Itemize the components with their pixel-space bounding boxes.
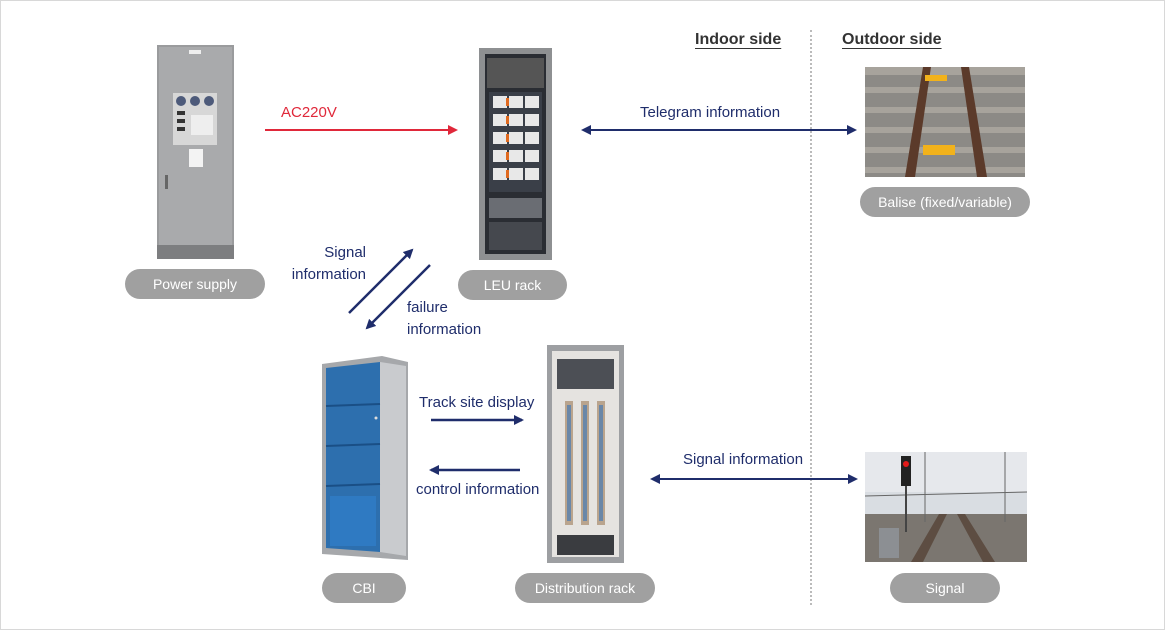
cbi-cabinet-image [322, 356, 408, 560]
power-supply-cabinet-image [157, 45, 234, 259]
signal-information-label-line1: Signal [324, 244, 366, 261]
signal-information-outdoor-label: Signal information [683, 451, 804, 468]
signal-photo [865, 452, 1027, 562]
indoor-side-header: Indoor side [695, 31, 782, 48]
balise-label: Balise (fixed/variable) [860, 187, 1030, 217]
indoor-outdoor-divider [810, 30, 812, 605]
leu-rack-image [479, 48, 552, 260]
power-supply-label: Power supply [125, 269, 265, 299]
telegram-information-label: Telegram information [640, 104, 781, 121]
signal-label: Signal [890, 573, 1000, 603]
control-information-label: control information [416, 481, 540, 498]
signal-information-label-line2: information [291, 266, 366, 283]
failure-information-label: failure information [407, 297, 481, 341]
cbi-label: CBI [322, 573, 406, 603]
outdoor-side-header: Outdoor side [842, 31, 942, 48]
leu-rack-label: LEU rack [458, 270, 567, 300]
track-site-display-label: Track site display [419, 394, 535, 411]
failure-information-label-line2: information [407, 321, 482, 338]
distribution-rack-label: Distribution rack [515, 573, 655, 603]
failure-info-down-arrow [365, 264, 431, 330]
ac220v-label: AC220V [281, 104, 337, 121]
signal-info-up-arrow [348, 248, 414, 314]
failure-information-label-line1: failure [407, 299, 448, 316]
balise-photo [865, 67, 1025, 177]
signal-information-label: Signal information [286, 242, 366, 286]
distribution-rack-image [547, 345, 624, 563]
